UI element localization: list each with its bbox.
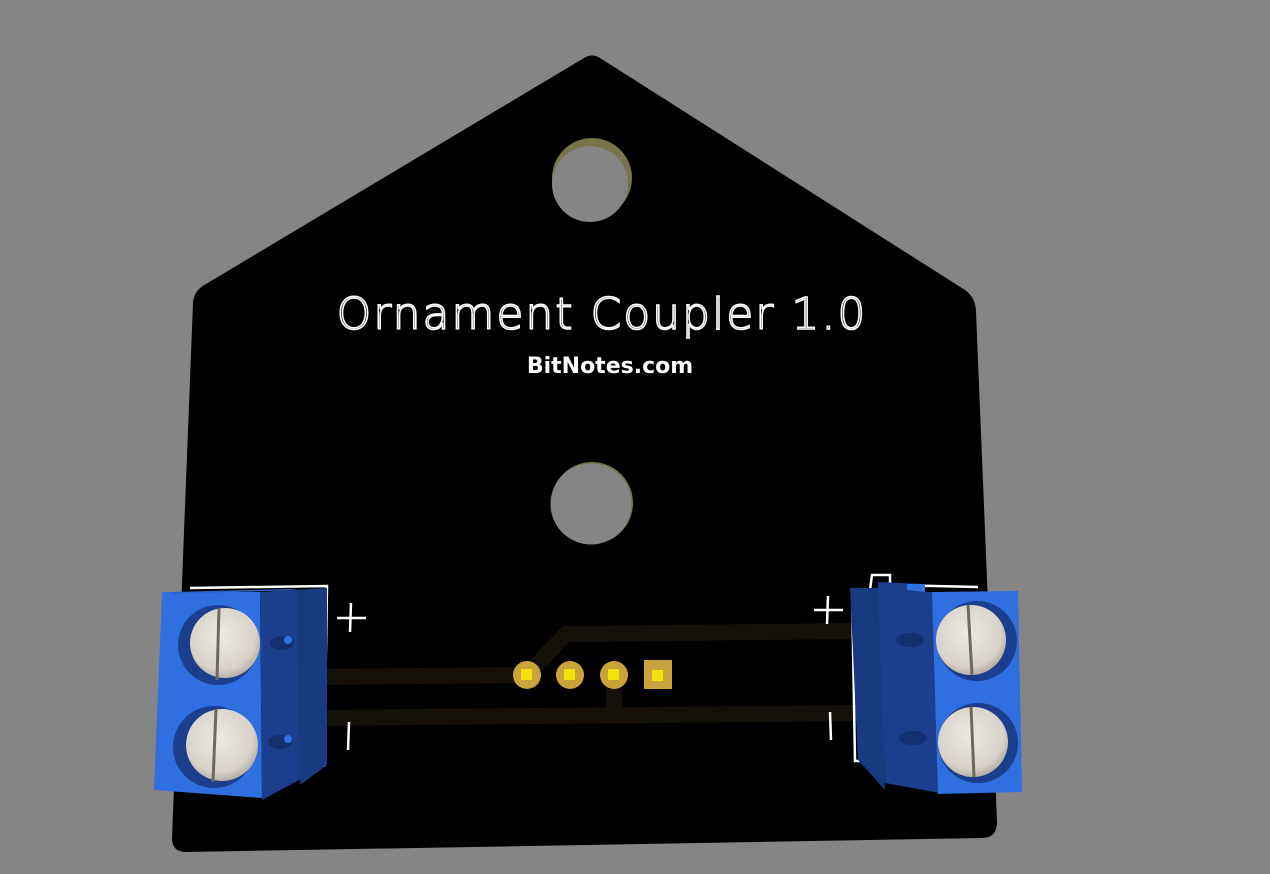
pad-2 (556, 661, 584, 689)
left-minus-marker (346, 721, 351, 751)
right-plus-marker (814, 595, 843, 625)
left-terminal-block (154, 584, 329, 800)
right-terminal-block (850, 573, 1022, 794)
pad-3 (600, 661, 628, 689)
mounting-hole-middle (550, 462, 633, 545)
right-minus-marker (828, 711, 833, 741)
left-plus-marker (337, 602, 366, 633)
header-pads (513, 660, 672, 689)
screw-icon[interactable] (186, 709, 258, 781)
screw-icon[interactable] (190, 608, 260, 678)
board-title-silkscreen: Ornament Coupler 1.0 (337, 289, 868, 340)
pad-4-square (644, 660, 672, 689)
mounting-hole-top (552, 138, 632, 222)
pad-1 (513, 661, 541, 689)
pcb-board (172, 55, 997, 852)
board-subtitle-silkscreen: BitNotes.com (527, 354, 693, 379)
